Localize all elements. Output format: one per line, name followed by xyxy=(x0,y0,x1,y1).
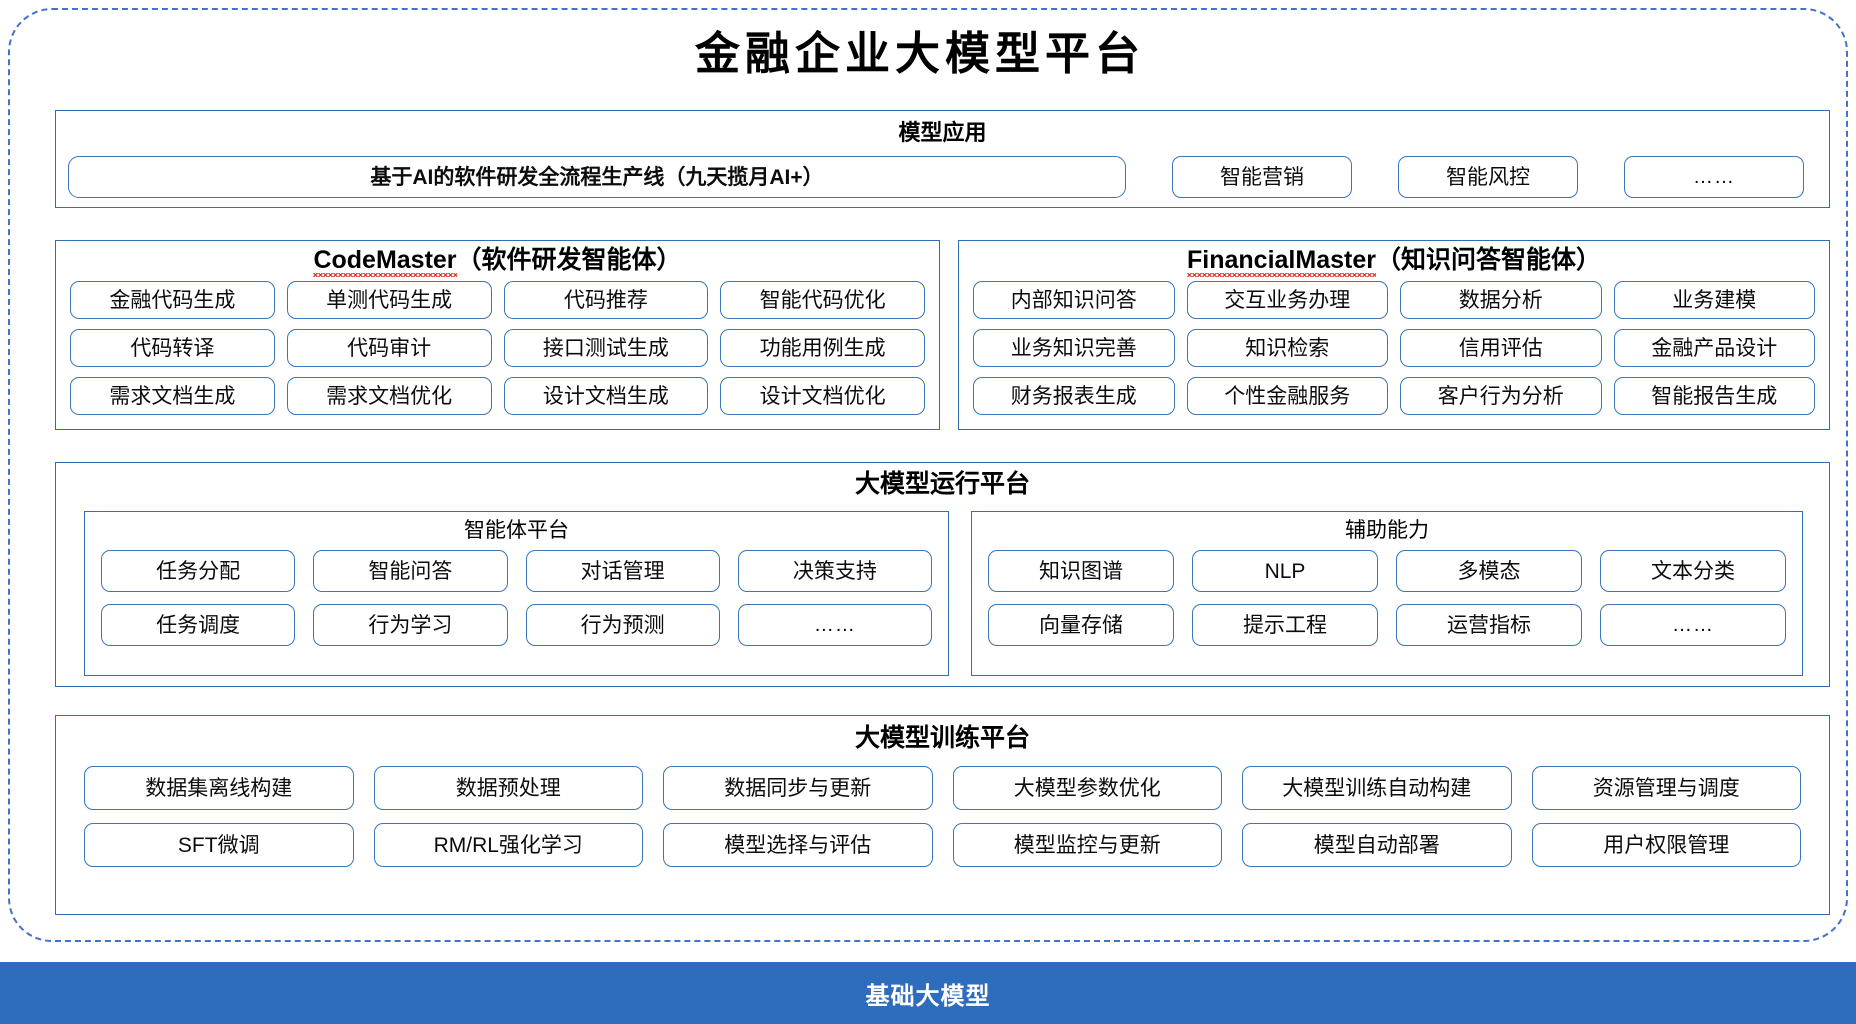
training-chip-1-4[interactable]: 大模型参数优化 xyxy=(952,766,1222,810)
agent-platform-title: 智能体平台 xyxy=(464,519,569,542)
app-chip-risk-control[interactable]: 智能风控 xyxy=(1398,156,1578,198)
agent-platform-chip-2-3[interactable]: 行为预测 xyxy=(525,604,720,646)
codemaster-chip-1-4[interactable]: 智能代码优化 xyxy=(720,281,925,319)
app-chip-primary[interactable]: 基于AI的软件研发全流程生产线（九天揽月AI+） xyxy=(68,156,1126,198)
training-chip-1-5[interactable]: 大模型训练自动构建 xyxy=(1242,766,1512,810)
aux-capability-chip-1-4[interactable]: 文本分类 xyxy=(1600,550,1786,592)
base-model-label: 基础大模型 xyxy=(865,982,991,1010)
aux-capability-chip-2-4[interactable]: …… xyxy=(1600,604,1786,646)
training-platform-grid: 数据集离线构建 数据预处理 数据同步与更新 大模型参数优化 大模型训练自动构建 … xyxy=(84,766,1801,867)
codemaster-chip-1-1[interactable]: 金融代码生成 xyxy=(70,281,275,319)
model-application-items: 基于AI的软件研发全流程生产线（九天揽月AI+） 智能营销 智能风控 …… xyxy=(68,155,1819,199)
financialmaster-chip-2-4[interactable]: 金融产品设计 xyxy=(1613,329,1815,367)
financialmaster-row-3: 财务报表生成 个性金融服务 客户行为分析 智能报告生成 xyxy=(973,377,1815,415)
app-chip-marketing[interactable]: 智能营销 xyxy=(1172,156,1352,198)
financialmaster-row-1: 内部知识问答 交互业务办理 数据分析 业务建模 xyxy=(973,281,1815,319)
financialmaster-grid: 内部知识问答 交互业务办理 数据分析 业务建模 业务知识完善 知识检索 信用评估… xyxy=(973,281,1815,415)
financialmaster-suffix: （知识问答智能体） xyxy=(1375,246,1601,274)
financialmaster-chip-3-4[interactable]: 智能报告生成 xyxy=(1613,377,1815,415)
aux-capability-title: 辅助能力 xyxy=(1345,519,1429,542)
codemaster-chip-2-2[interactable]: 代码审计 xyxy=(286,329,492,367)
codemaster-name: CodeMaster xyxy=(313,246,457,277)
page-title: 金融企业大模型平台 xyxy=(694,29,1145,79)
codemaster-chip-3-2[interactable]: 需求文档优化 xyxy=(286,377,492,415)
financialmaster-chip-3-2[interactable]: 个性金融服务 xyxy=(1186,377,1388,415)
codemaster-chip-3-3[interactable]: 设计文档生成 xyxy=(503,377,709,415)
financialmaster-chip-1-2[interactable]: 交互业务办理 xyxy=(1186,281,1388,319)
aux-capability-grid: 知识图谱 NLP 多模态 文本分类 向量存储 提示工程 运营指标 …… xyxy=(988,550,1786,646)
agent-platform-row-2: 任务调度 行为学习 行为预测 …… xyxy=(101,604,932,646)
financialmaster-chip-2-1[interactable]: 业务知识完善 xyxy=(973,329,1175,367)
aux-capability-chip-1-3[interactable]: 多模态 xyxy=(1396,550,1582,592)
agent-platform-chip-1-4[interactable]: 决策支持 xyxy=(737,550,932,592)
training-chip-1-6[interactable]: 资源管理与调度 xyxy=(1531,766,1801,810)
financialmaster-panel: FinancialMaster（知识问答智能体） 内部知识问答 交互业务办理 数… xyxy=(958,240,1830,430)
codemaster-grid: 金融代码生成 单测代码生成 代码推荐 智能代码优化 代码转译 代码审计 接口测试… xyxy=(70,281,925,415)
model-application-panel: 模型应用 基于AI的软件研发全流程生产线（九天揽月AI+） 智能营销 智能风控 … xyxy=(55,110,1830,208)
codemaster-chip-3-4[interactable]: 设计文档优化 xyxy=(720,377,925,415)
codemaster-row-2: 代码转译 代码审计 接口测试生成 功能用例生成 xyxy=(70,329,925,367)
aux-capability-chip-2-3[interactable]: 运营指标 xyxy=(1396,604,1582,646)
aux-capability-row-1: 知识图谱 NLP 多模态 文本分类 xyxy=(988,550,1786,592)
app-chip-more[interactable]: …… xyxy=(1624,156,1804,198)
financialmaster-name: FinancialMaster xyxy=(1187,246,1376,277)
training-platform-title: 大模型训练平台 xyxy=(854,724,1030,752)
codemaster-chip-2-3[interactable]: 接口测试生成 xyxy=(503,329,709,367)
financialmaster-chip-1-3[interactable]: 数据分析 xyxy=(1400,281,1602,319)
codemaster-title: CodeMaster（软件研发智能体） xyxy=(56,246,939,277)
codemaster-chip-2-1[interactable]: 代码转译 xyxy=(70,329,275,367)
training-chip-2-2[interactable]: RM/RL强化学习 xyxy=(373,823,643,867)
aux-capability-subpanel: 辅助能力 知识图谱 NLP 多模态 文本分类 向量存储 提示工程 运营指标 …… xyxy=(971,511,1803,676)
financialmaster-chip-1-4[interactable]: 业务建模 xyxy=(1613,281,1815,319)
runtime-platform-panel: 大模型运行平台 智能体平台 任务分配 智能问答 对话管理 决策支持 任务调度 行… xyxy=(55,462,1830,687)
codemaster-panel: CodeMaster（软件研发智能体） 金融代码生成 单测代码生成 代码推荐 智… xyxy=(55,240,940,430)
financialmaster-row-2: 业务知识完善 知识检索 信用评估 金融产品设计 xyxy=(973,329,1815,367)
financialmaster-chip-2-2[interactable]: 知识检索 xyxy=(1186,329,1388,367)
aux-capability-row-2: 向量存储 提示工程 运营指标 …… xyxy=(988,604,1786,646)
aux-capability-chip-2-1[interactable]: 向量存储 xyxy=(988,604,1174,646)
codemaster-chip-3-1[interactable]: 需求文档生成 xyxy=(70,377,275,415)
agent-platform-chip-2-1[interactable]: 任务调度 xyxy=(101,604,296,646)
training-platform-panel: 大模型训练平台 数据集离线构建 数据预处理 数据同步与更新 大模型参数优化 大模… xyxy=(55,715,1830,915)
training-chip-2-4[interactable]: 模型监控与更新 xyxy=(952,823,1222,867)
training-platform-row-2: SFT微调 RM/RL强化学习 模型选择与评估 模型监控与更新 模型自动部署 用… xyxy=(84,823,1801,867)
agent-platform-chip-1-2[interactable]: 智能问答 xyxy=(313,550,508,592)
financialmaster-chip-2-3[interactable]: 信用评估 xyxy=(1400,329,1602,367)
codemaster-chip-1-3[interactable]: 代码推荐 xyxy=(503,281,709,319)
agent-platform-chip-2-2[interactable]: 行为学习 xyxy=(313,604,508,646)
agent-platform-chip-1-3[interactable]: 对话管理 xyxy=(525,550,720,592)
codemaster-chip-2-4[interactable]: 功能用例生成 xyxy=(720,329,925,367)
codemaster-suffix: （软件研发智能体） xyxy=(456,246,682,274)
aux-capability-chip-1-1[interactable]: 知识图谱 xyxy=(988,550,1174,592)
codemaster-chip-1-2[interactable]: 单测代码生成 xyxy=(286,281,492,319)
financialmaster-chip-3-3[interactable]: 客户行为分析 xyxy=(1400,377,1602,415)
training-chip-2-3[interactable]: 模型选择与评估 xyxy=(663,823,933,867)
model-application-title: 模型应用 xyxy=(898,120,987,145)
training-chip-1-2[interactable]: 数据预处理 xyxy=(373,766,643,810)
codemaster-row-3: 需求文档生成 需求文档优化 设计文档生成 设计文档优化 xyxy=(70,377,925,415)
training-platform-row-1: 数据集离线构建 数据预处理 数据同步与更新 大模型参数优化 大模型训练自动构建 … xyxy=(84,766,1801,810)
agent-platform-chip-2-4[interactable]: …… xyxy=(737,604,932,646)
training-chip-2-1[interactable]: SFT微调 xyxy=(84,823,354,867)
agent-platform-chip-1-1[interactable]: 任务分配 xyxy=(101,550,296,592)
agent-platform-row-1: 任务分配 智能问答 对话管理 决策支持 xyxy=(101,550,932,592)
agent-platform-subpanel: 智能体平台 任务分配 智能问答 对话管理 决策支持 任务调度 行为学习 行为预测… xyxy=(84,511,949,676)
aux-capability-chip-1-2[interactable]: NLP xyxy=(1192,550,1378,592)
financialmaster-title: FinancialMaster（知识问答智能体） xyxy=(959,246,1829,277)
training-chip-2-6[interactable]: 用户权限管理 xyxy=(1531,823,1801,867)
base-model-bar: 基础大模型 xyxy=(0,962,1856,1024)
financialmaster-chip-3-1[interactable]: 财务报表生成 xyxy=(973,377,1175,415)
codemaster-row-1: 金融代码生成 单测代码生成 代码推荐 智能代码优化 xyxy=(70,281,925,319)
financialmaster-chip-1-1[interactable]: 内部知识问答 xyxy=(973,281,1175,319)
agent-platform-grid: 任务分配 智能问答 对话管理 决策支持 任务调度 行为学习 行为预测 …… xyxy=(101,550,932,646)
aux-capability-chip-2-2[interactable]: 提示工程 xyxy=(1192,604,1378,646)
runtime-platform-title: 大模型运行平台 xyxy=(854,470,1030,498)
training-chip-2-5[interactable]: 模型自动部署 xyxy=(1242,823,1512,867)
training-chip-1-3[interactable]: 数据同步与更新 xyxy=(663,766,933,810)
training-chip-1-1[interactable]: 数据集离线构建 xyxy=(84,766,354,810)
